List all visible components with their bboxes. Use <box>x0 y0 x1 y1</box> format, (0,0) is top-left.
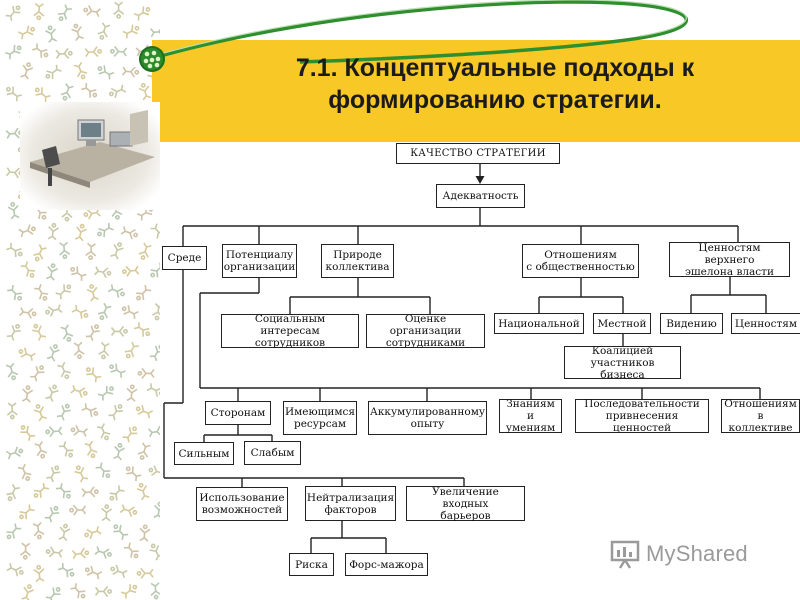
node-opportunities: Использование возможностей <box>196 487 288 521</box>
node-potential: Потенциалу организации <box>222 244 297 278</box>
title-line-2: формированию стратегии. <box>328 86 662 114</box>
node-public: Отношениям с общественностью <box>522 244 639 278</box>
watermark-text: MyShared <box>646 541 748 566</box>
slide-title: 7.1. Концептуальные подходы к формирован… <box>200 52 790 116</box>
node-weak: Слабым <box>244 441 301 465</box>
node-adequacy: Адекватность <box>436 184 525 208</box>
node-national: Национальной <box>494 313 584 334</box>
node-local: Местной <box>593 313 651 334</box>
node-risk: Риска <box>289 553 334 576</box>
node-resources: Имеющимся ресурсам <box>283 401 357 435</box>
node-quality: КАЧЕСТВО СТРАТЕГИИ <box>396 143 560 164</box>
node-values: Ценностям <box>731 313 800 334</box>
node-nature: Природе коллектива <box>321 244 394 278</box>
presentation-board-icon <box>610 540 640 569</box>
title-line-1: 7.1. Концептуальные подходы к <box>295 54 695 82</box>
node-knowledge: Знаниям и умениям <box>499 398 562 434</box>
node-environment: Среде <box>162 246 207 270</box>
node-vision: Видению <box>660 313 723 334</box>
node-experience: Аккумулированному опыту <box>368 401 487 435</box>
node-assessment: Оценке организации сотрудниками <box>366 313 485 349</box>
arrow-head-icon <box>475 176 485 184</box>
node-neutralization: Нейтрализация факторов <box>305 486 396 521</box>
node-barriers: Увеличение входных барьеров <box>406 486 525 522</box>
watermark: MyShared <box>610 538 748 570</box>
node-sides: Сторонам <box>205 401 271 425</box>
node-consistency: Последовательности привнесения ценностей <box>575 398 709 434</box>
node-social: Социальным интересам сотрудников <box>221 313 359 349</box>
node-values-top: Ценностям верхнего эшелона власти <box>669 242 790 278</box>
node-strong: Сильным <box>174 442 234 465</box>
node-relations: Отношениям в коллективе <box>721 398 800 434</box>
node-coalition: Коалицией участников бизнеса <box>564 345 681 381</box>
office-desk-image <box>20 102 160 210</box>
node-force-majeure: Форс-мажора <box>345 553 428 576</box>
